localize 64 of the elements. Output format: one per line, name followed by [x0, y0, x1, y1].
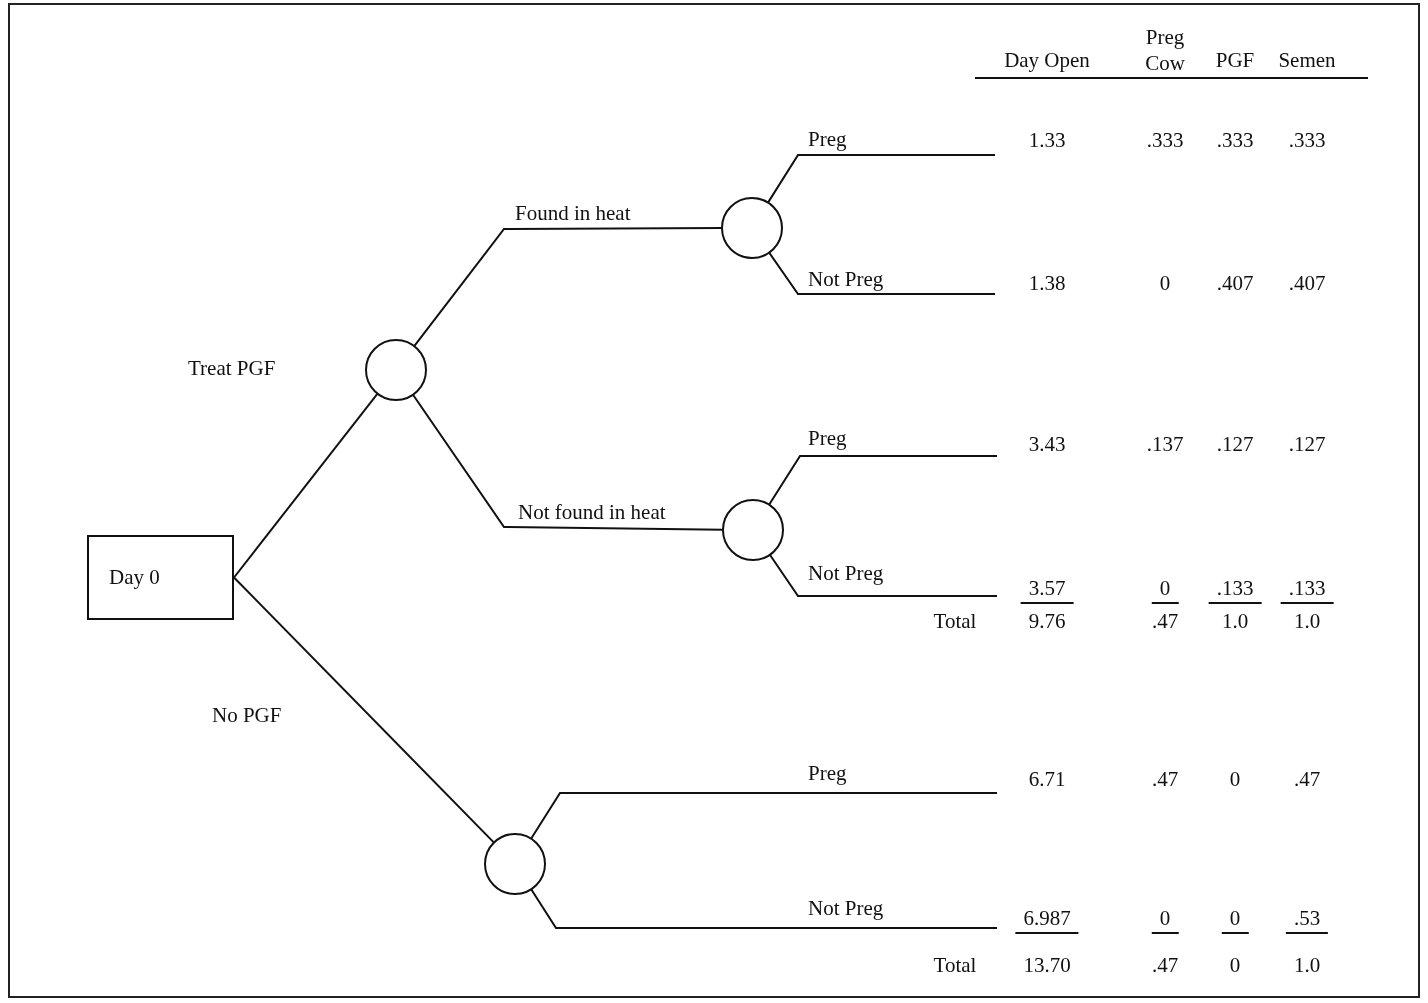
value-text: .137: [1146, 434, 1184, 455]
branch-label: Not Preg: [808, 898, 884, 919]
value-text: .47: [1293, 769, 1321, 790]
value-text: 3.57: [1020, 578, 1074, 604]
total-label: Total: [933, 955, 977, 976]
value-text: 0: [1151, 908, 1179, 934]
value-text: 1.0: [1293, 611, 1321, 632]
value-text: 1.38: [1028, 273, 1066, 294]
chance-node-circle: [722, 499, 784, 561]
value-text: .133: [1280, 578, 1334, 604]
value-text: 6.987: [1015, 908, 1079, 934]
value-text: .47: [1151, 611, 1179, 632]
value-text: .127: [1216, 434, 1254, 455]
column-header: Semen: [1278, 50, 1336, 71]
value-text: 0: [1159, 273, 1171, 294]
value-text: .133: [1208, 578, 1262, 604]
value-text: .333: [1216, 130, 1254, 151]
value-text: .333: [1146, 130, 1184, 151]
value-text: 1.0: [1293, 955, 1321, 976]
value-text: .53: [1285, 908, 1329, 934]
value-text: 13.70: [1023, 955, 1071, 976]
branch-line: [768, 553, 998, 597]
value-text: 0: [1229, 769, 1241, 790]
chance-node-circle: [484, 833, 546, 895]
branch-line: [233, 392, 379, 579]
value-text: .333: [1288, 130, 1326, 151]
branch-label: Not Preg: [808, 563, 884, 584]
value-text: .407: [1216, 273, 1254, 294]
decision-box: [87, 535, 234, 620]
value-text: 9.76: [1028, 611, 1066, 632]
chance-node-circle: [721, 197, 783, 259]
branch-label: Preg: [808, 763, 847, 784]
value-text: 1.0: [1221, 611, 1249, 632]
column-header: Day Open: [1004, 50, 1090, 71]
branch-line: [768, 251, 996, 295]
branch-label: Preg: [808, 428, 847, 449]
branch-line: [767, 154, 996, 204]
value-text: .47: [1151, 769, 1179, 790]
value-text: 0: [1221, 908, 1249, 934]
value-text: .407: [1288, 273, 1326, 294]
total-label: Total: [933, 611, 977, 632]
branch-line: [413, 227, 723, 348]
branch-label: Treat PGF: [188, 358, 276, 379]
branch-label: Not found in heat: [518, 502, 666, 523]
value-text: 0: [1229, 955, 1241, 976]
value-text: .127: [1288, 434, 1326, 455]
column-header: Preg Cow: [1144, 24, 1186, 77]
value-text: 6.71: [1028, 769, 1066, 790]
value-text: 0: [1151, 578, 1179, 604]
branch-label: Not Preg: [808, 269, 884, 290]
branch-line: [412, 393, 724, 531]
branch-line: [768, 455, 998, 506]
value-text: .47: [1151, 955, 1179, 976]
value-text: 1.33: [1028, 130, 1066, 151]
branch-label: Found in heat: [515, 203, 631, 224]
branch-line: [530, 792, 998, 840]
node-text: Day 0: [109, 565, 161, 590]
chance-node-circle: [365, 339, 427, 401]
branch-label: No PGF: [212, 705, 282, 726]
branch-label: Preg: [808, 129, 847, 150]
column-header: PGF: [1215, 50, 1255, 71]
value-text: 3.43: [1028, 434, 1066, 455]
branch-line: [233, 576, 495, 844]
branch-line: [530, 888, 998, 929]
